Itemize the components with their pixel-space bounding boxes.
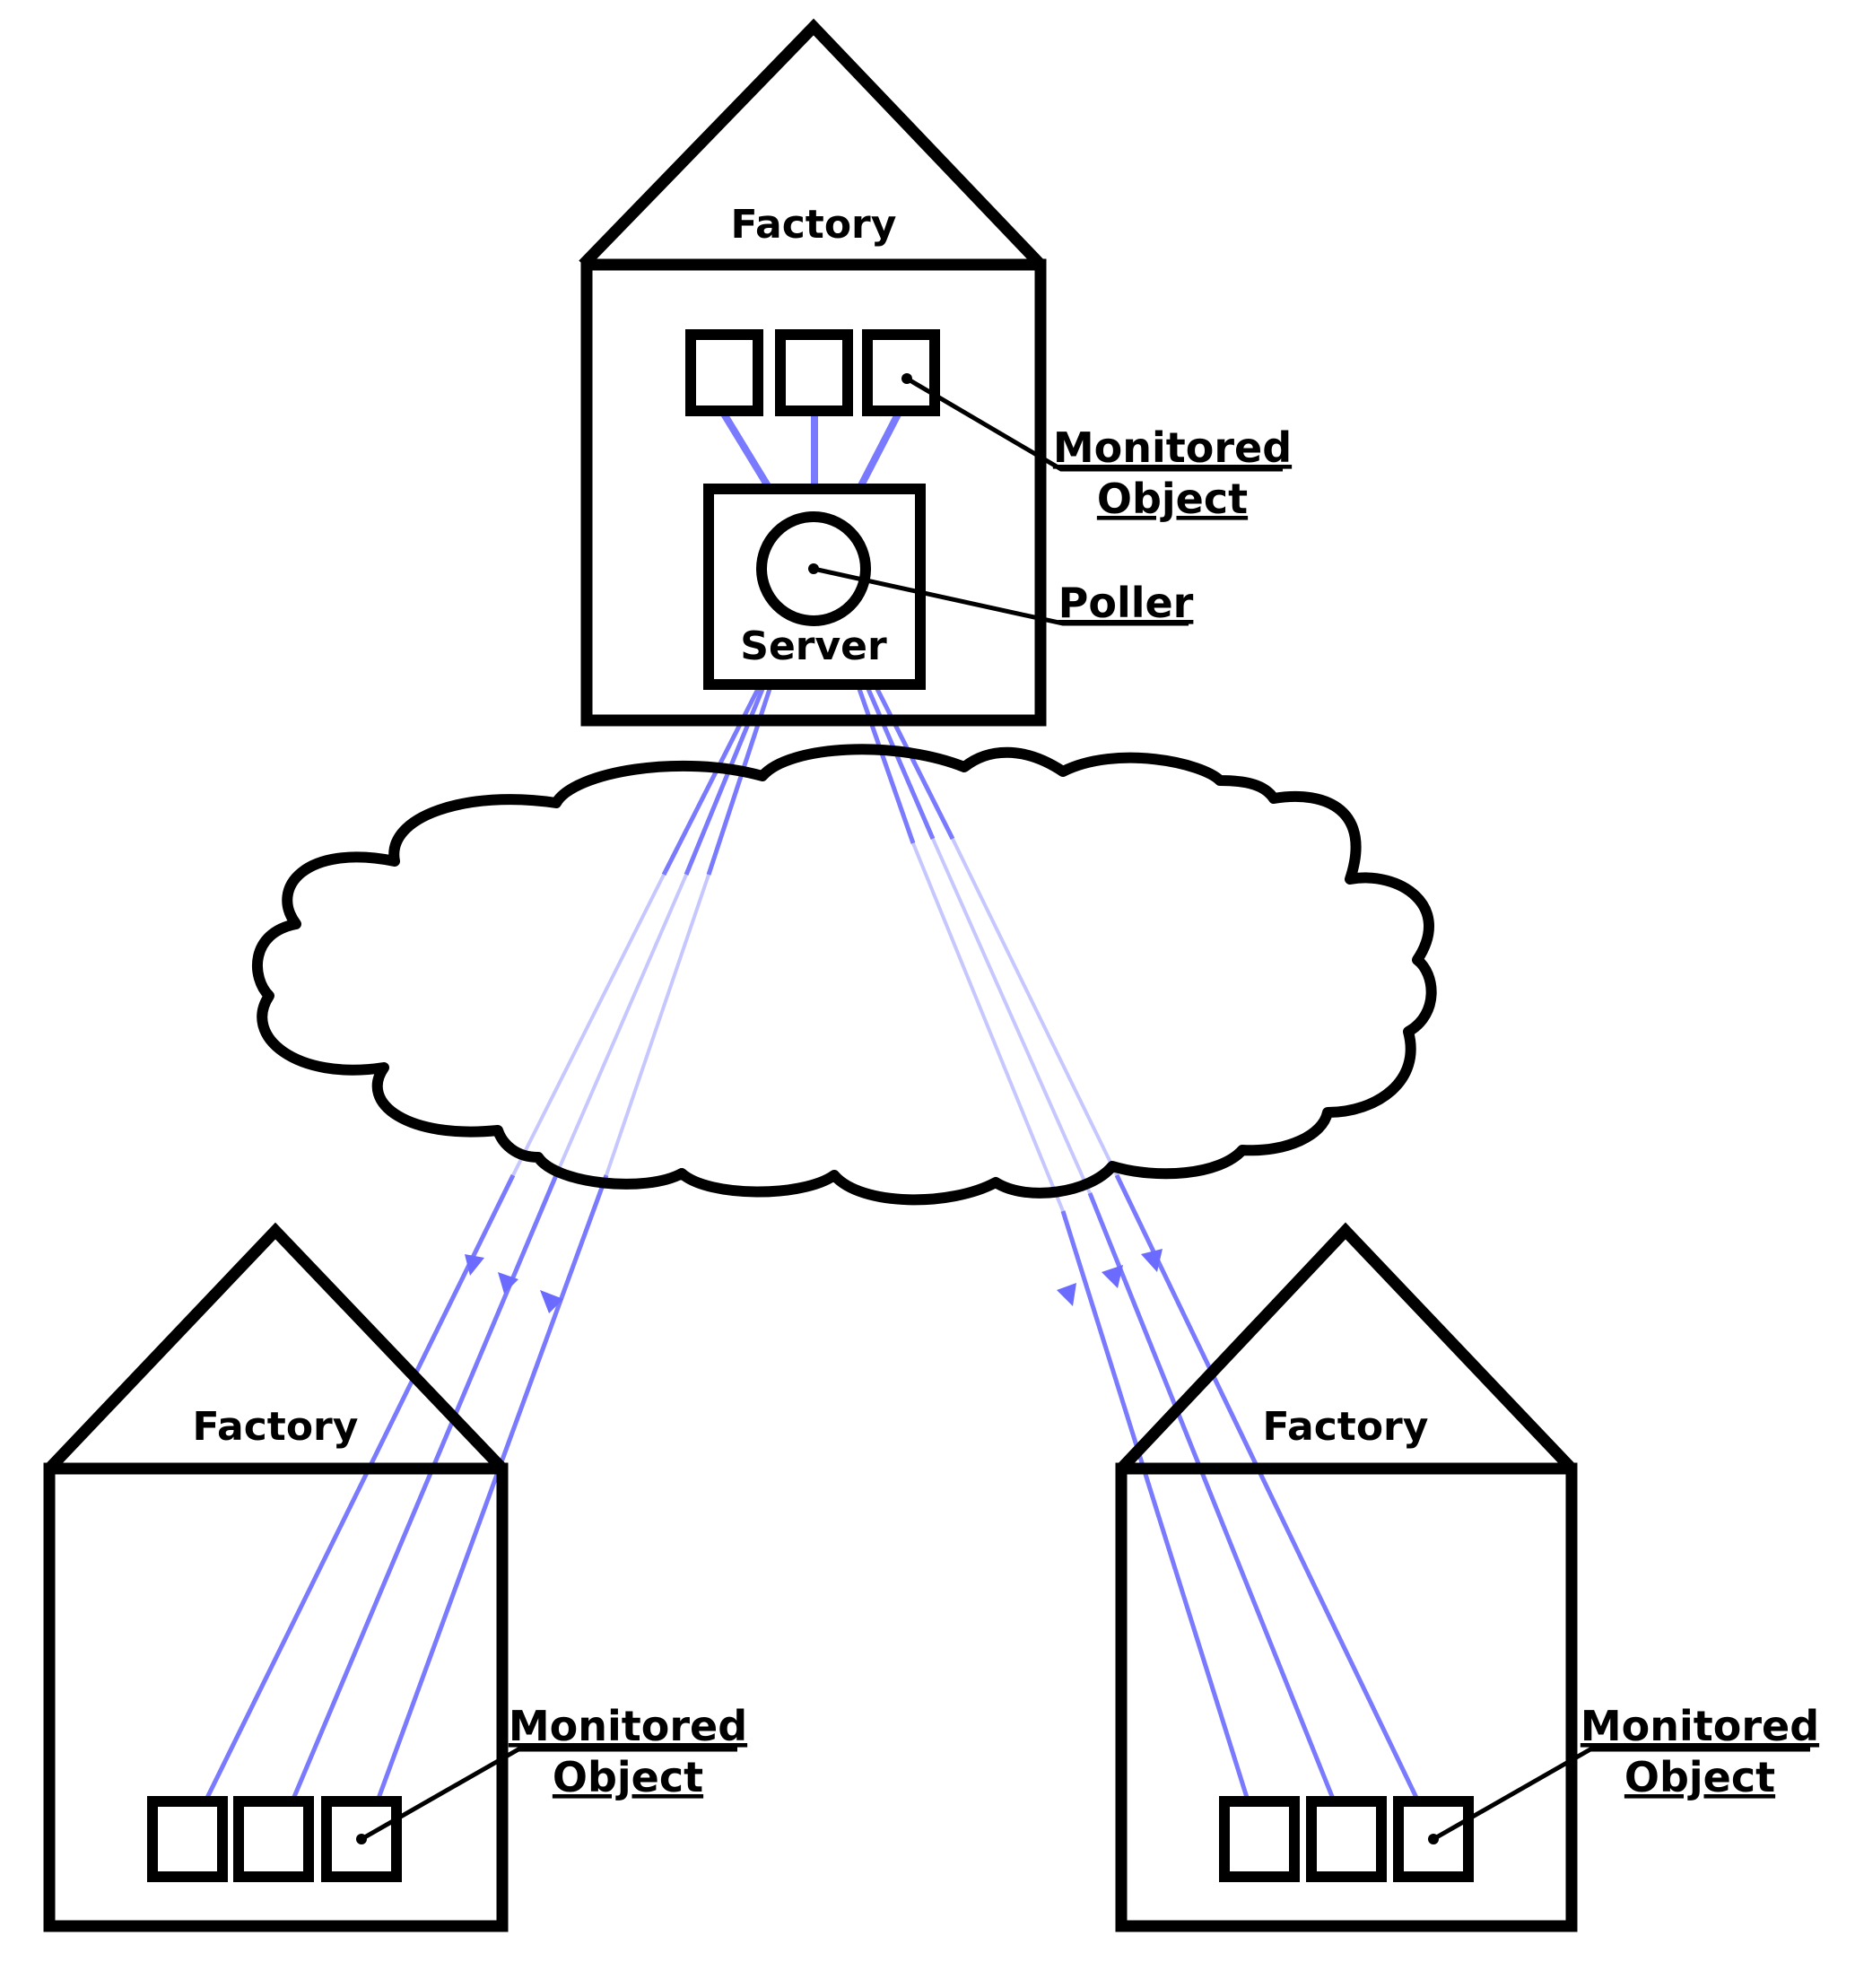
left-callout-monitored-line2: Object: [553, 1753, 703, 1801]
left-arrowheads: [465, 1254, 563, 1313]
top-factory-building: [580, 258, 1047, 727]
top-monitored-object-1[interactable]: [685, 329, 763, 416]
top-callout-poller: Poller: [1058, 579, 1194, 627]
server-label: Server: [740, 623, 887, 669]
right-factory: Factory Monitored Object: [1115, 1222, 1819, 1932]
server-to-right-links: [857, 687, 1422, 1805]
arrowhead: [1057, 1283, 1076, 1306]
poller-icon[interactable]: [756, 511, 871, 626]
cloud-shape: [251, 744, 1437, 1206]
right-factory-roof: [1117, 1222, 1576, 1473]
left-factory-roof: [45, 1222, 507, 1473]
arrowhead: [465, 1254, 484, 1276]
arrowhead: [498, 1272, 518, 1294]
right-callout-monitored-line1: Monitored: [1581, 1702, 1819, 1750]
top-callout-monitored-line1: Monitored: [1053, 423, 1292, 472]
top-factory: Factory Server Monitored Object Poller: [579, 18, 1292, 727]
right-factory-building: [1115, 1462, 1578, 1932]
left-factory-title: Factory: [193, 1404, 359, 1450]
right-monitored-object-2[interactable]: [1306, 1796, 1387, 1882]
top-callout-monitored-line2: Object: [1097, 475, 1248, 523]
top-monitored-object-3[interactable]: [862, 329, 940, 416]
left-factory: Factory Monitored Object: [43, 1222, 747, 1932]
right-monitored-object-1[interactable]: [1219, 1796, 1300, 1882]
arrowhead: [1141, 1249, 1163, 1272]
arrowhead: [540, 1290, 563, 1313]
top-factory-title: Factory: [731, 202, 897, 248]
right-callout-monitored-line2: Object: [1624, 1753, 1775, 1801]
left-monitored-object-2[interactable]: [233, 1796, 314, 1882]
right-arrowheads: [1057, 1249, 1163, 1306]
left-factory-building: [43, 1462, 509, 1932]
top-monitored-object-2[interactable]: [775, 329, 853, 416]
top-factory-roof: [579, 18, 1045, 269]
right-factory-title: Factory: [1263, 1404, 1429, 1450]
left-callout-monitored-line1: Monitored: [509, 1702, 747, 1750]
left-monitored-object-1[interactable]: [147, 1796, 228, 1882]
arrowhead: [1102, 1265, 1123, 1288]
